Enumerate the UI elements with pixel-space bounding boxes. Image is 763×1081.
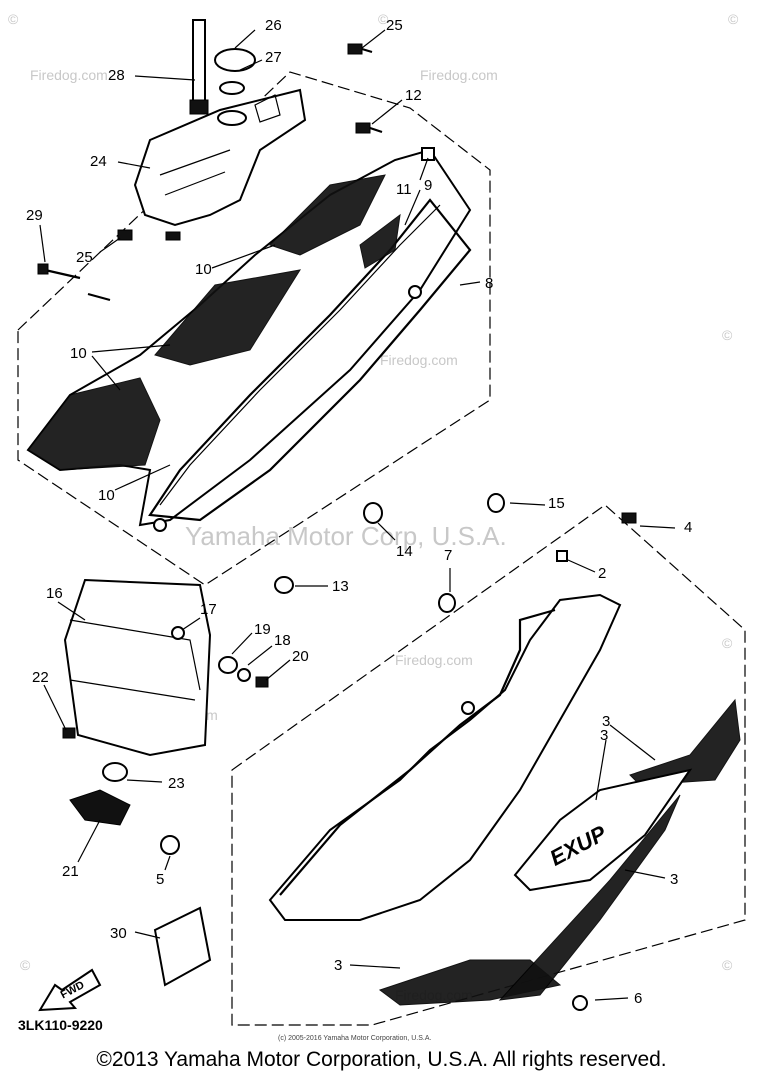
callout: 10 (98, 487, 115, 504)
right-side-cover: EXUP (160, 593, 741, 1011)
callout: 27 (265, 49, 282, 66)
watermark-copyright: © (20, 957, 31, 973)
callout: 24 (90, 153, 107, 170)
watermark-copyright: © (8, 11, 19, 27)
callout: 25 (76, 249, 93, 266)
callout: 3 (602, 713, 610, 730)
callout: 26 (265, 17, 282, 34)
callout: 10 (70, 345, 87, 362)
callout: 9 (424, 177, 432, 194)
callout: 21 (62, 863, 79, 880)
callout: 5 (156, 871, 164, 888)
decal-30 (153, 906, 212, 987)
small-print: (c) 2005-2016 Yamaha Motor Corporation, … (278, 1035, 431, 1042)
part-code: 3LK110-9220 (18, 1017, 103, 1033)
oil-tank (133, 19, 307, 241)
watermark-manufacturer: Yamaha Motor Corp, U.S.A. (185, 521, 507, 551)
callout: 28 (108, 67, 125, 84)
callout: 16 (46, 585, 63, 602)
callout: 22 (32, 669, 49, 686)
callout: 13 (332, 578, 349, 595)
callout: 10 (195, 261, 212, 278)
watermark-copyright: © (722, 957, 733, 973)
leader-lines (39, 29, 676, 1001)
lower-group-boundary (231, 504, 746, 1026)
callout: 4 (684, 519, 692, 536)
left-side-cover (26, 148, 472, 532)
battery-box (62, 578, 269, 826)
callouts: 26 25 27 28 12 24 9 11 29 25 10 8 10 10 … (26, 17, 692, 1007)
callout: 17 (200, 601, 217, 618)
callout: 3 (670, 871, 678, 888)
callout: 15 (548, 495, 565, 512)
watermark-site: Firedog.com (420, 67, 498, 83)
copyright-footer: ©2013 Yamaha Motor Corporation, U.S.A. A… (96, 1048, 667, 1071)
callout: 11 (396, 181, 412, 198)
forward-arrow-icon: FWD (38, 968, 102, 1012)
watermark-copyright: © (728, 11, 739, 27)
callout: 23 (168, 775, 185, 792)
watermark-copyright: © (722, 327, 733, 343)
upper-group-boundary (17, 71, 491, 586)
callout: 29 (26, 207, 43, 224)
callout: 25 (386, 17, 403, 34)
callout: 2 (598, 565, 606, 582)
watermark-copyright: © (378, 11, 389, 27)
callout: 6 (634, 990, 642, 1007)
callout: 18 (274, 632, 291, 649)
callout: 8 (485, 275, 493, 292)
callout: 14 (396, 543, 413, 560)
watermark-site: Firedog.com (380, 352, 458, 368)
callout: 12 (405, 87, 422, 104)
watermark-site: Firedog.com (395, 652, 473, 668)
callout: 19 (254, 621, 271, 638)
watermark-site: Firedog.com (30, 67, 108, 83)
callout: 7 (444, 547, 452, 564)
callout: 20 (292, 648, 309, 665)
callout: 3 (600, 727, 608, 744)
watermark-copyright: © (722, 635, 733, 651)
callout: 3 (334, 957, 342, 974)
callout: 30 (110, 925, 127, 942)
